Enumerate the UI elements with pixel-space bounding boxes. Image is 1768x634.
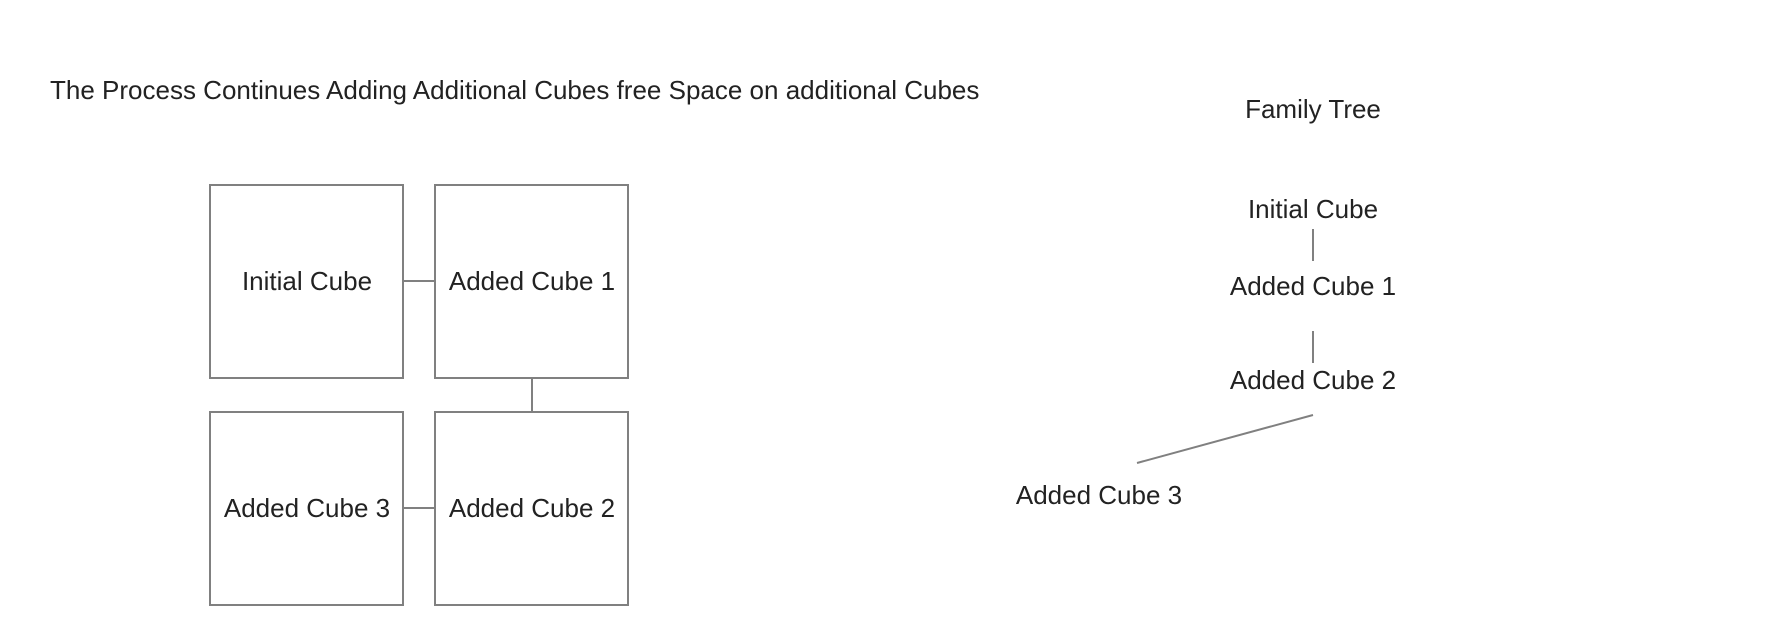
family-tree-title: Family Tree bbox=[1245, 94, 1381, 124]
added-cube-2-label: Added Cube 2 bbox=[449, 493, 615, 523]
added-cube-1-label: Added Cube 1 bbox=[449, 266, 615, 296]
process-title: The Process Continues Adding Additional … bbox=[50, 75, 980, 105]
added-cube-3-label: Added Cube 3 bbox=[224, 493, 390, 523]
tree-node-added1: Added Cube 1 bbox=[1230, 271, 1396, 301]
cube-grid: Initial Cube Added Cube 1 Added Cube 3 A… bbox=[209, 184, 629, 606]
tree-node-initial: Initial Cube bbox=[1248, 194, 1378, 224]
tree-node-added3: Added Cube 3 bbox=[1016, 480, 1182, 510]
family-tree: Family Tree Initial Cube Added Cube 1 Ad… bbox=[1016, 94, 1396, 510]
tree-edge-added2-added3 bbox=[1136, 414, 1314, 464]
initial-cube-label: Initial Cube bbox=[242, 266, 372, 296]
tree-node-added2: Added Cube 2 bbox=[1230, 365, 1396, 395]
